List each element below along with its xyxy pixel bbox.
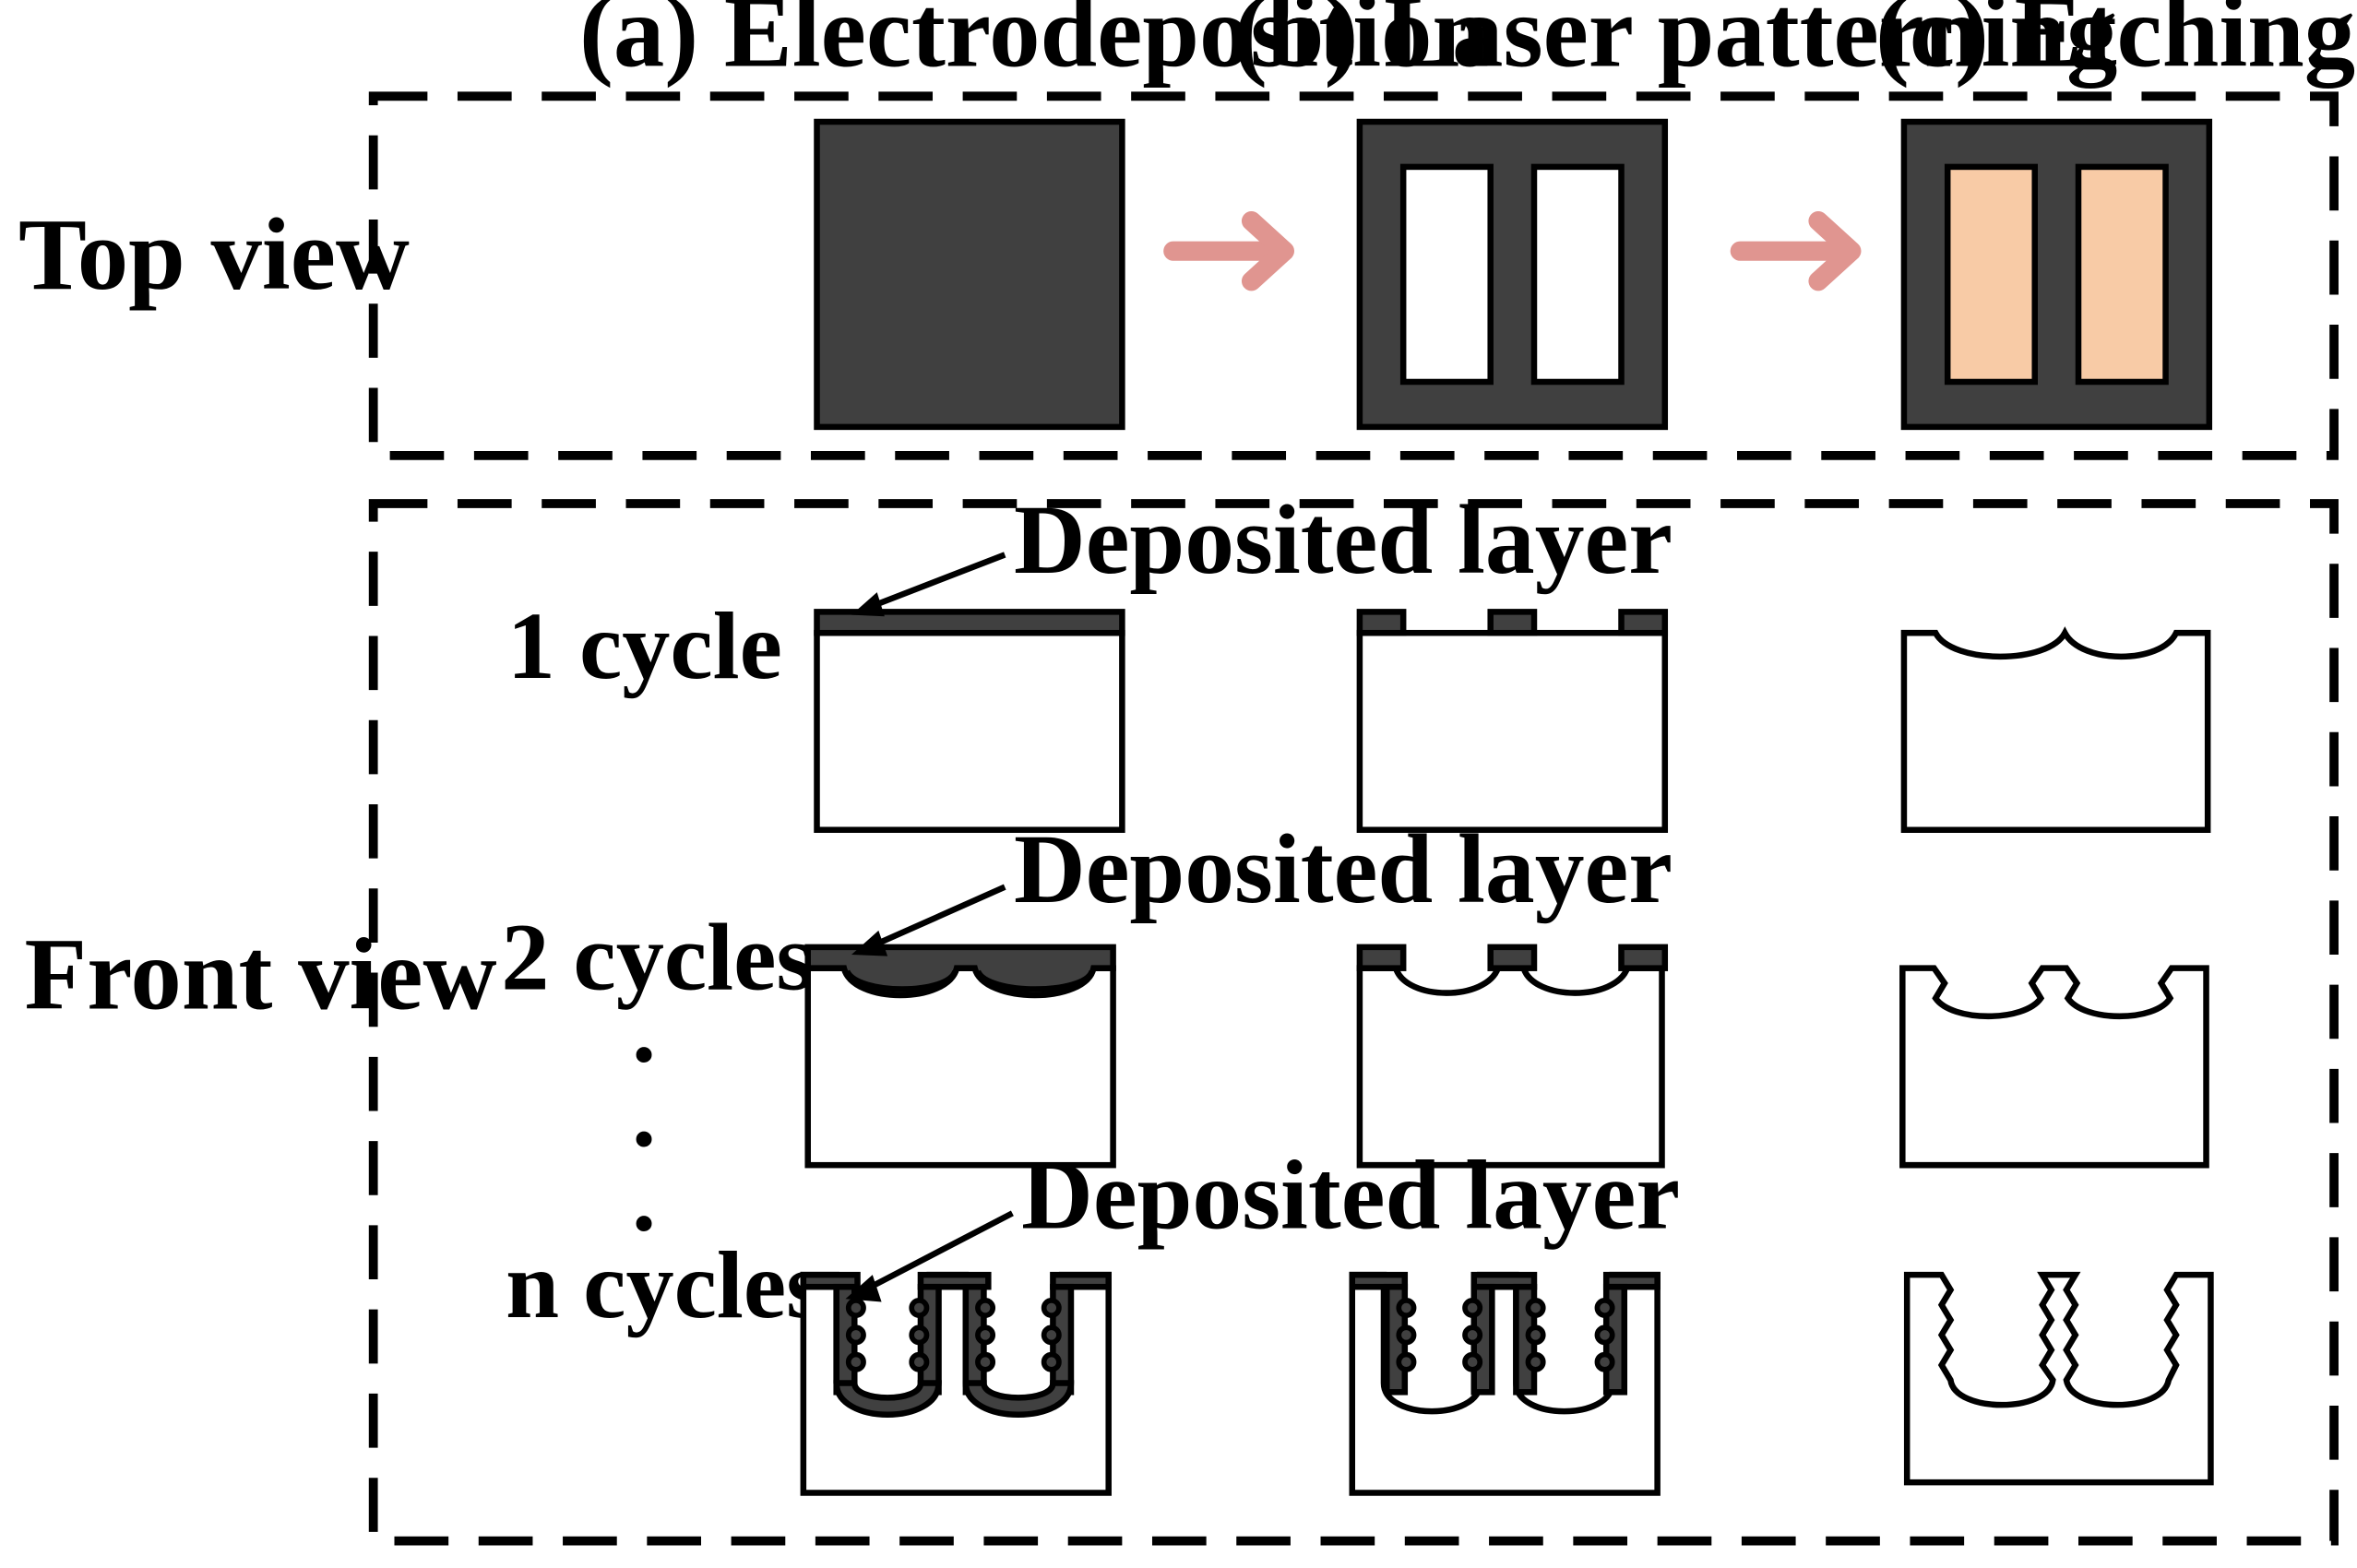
row3-electrodeposition	[800, 1271, 1112, 1496]
annotation-row1: Deposited layer	[851, 485, 1673, 617]
row3-laser-patterning	[1349, 1271, 1661, 1496]
annotation-label-2: Deposited layer	[1014, 814, 1673, 924]
top-view-frame	[368, 91, 2339, 460]
top-view-label: Top view	[18, 197, 410, 311]
annotation-row3: Deposited layer	[845, 1141, 1680, 1302]
annotation-label-3: Deposited layer	[1021, 1141, 1680, 1251]
row1-laser-patterning	[1356, 609, 1669, 833]
row2-etching	[1899, 965, 2209, 1169]
two-cycles-label: 2 cycles	[501, 903, 814, 1010]
step-b-heading: (b) Laser patterning	[1233, 0, 2117, 89]
top-view-laser-patterned-plate	[1356, 118, 1669, 431]
process-arrow-1	[1163, 211, 1295, 291]
one-cycle-label: 1 cycle	[507, 592, 782, 699]
row2-electrodeposition	[804, 944, 1116, 1169]
ellipsis-dot-3: .	[632, 1144, 656, 1251]
step-c-heading: (c) Etching	[1875, 0, 2355, 89]
process-arrow-2	[1730, 211, 1862, 291]
row1-electrodeposition	[814, 609, 1125, 833]
row2-laser-patterning	[1356, 944, 1669, 1169]
ellipsis-dot-1: .	[632, 976, 656, 1083]
n-cycles-label: n cycles	[506, 1231, 824, 1338]
annotation-row2: Deposited layer	[851, 814, 1673, 956]
step-a-heading: (a) Electrodeposition	[579, 0, 1489, 89]
front-view-frame	[368, 499, 2339, 1546]
row1-etching	[1900, 626, 2211, 833]
front-view-label: Front view	[25, 918, 497, 1031]
row3-etching	[1903, 1271, 2214, 1486]
top-view-etched-plate	[1900, 118, 2213, 431]
ellipsis-dot-2: .	[632, 1060, 656, 1167]
top-view-deposited-plate	[814, 118, 1125, 431]
annotation-label-1: Deposited layer	[1014, 485, 1673, 595]
